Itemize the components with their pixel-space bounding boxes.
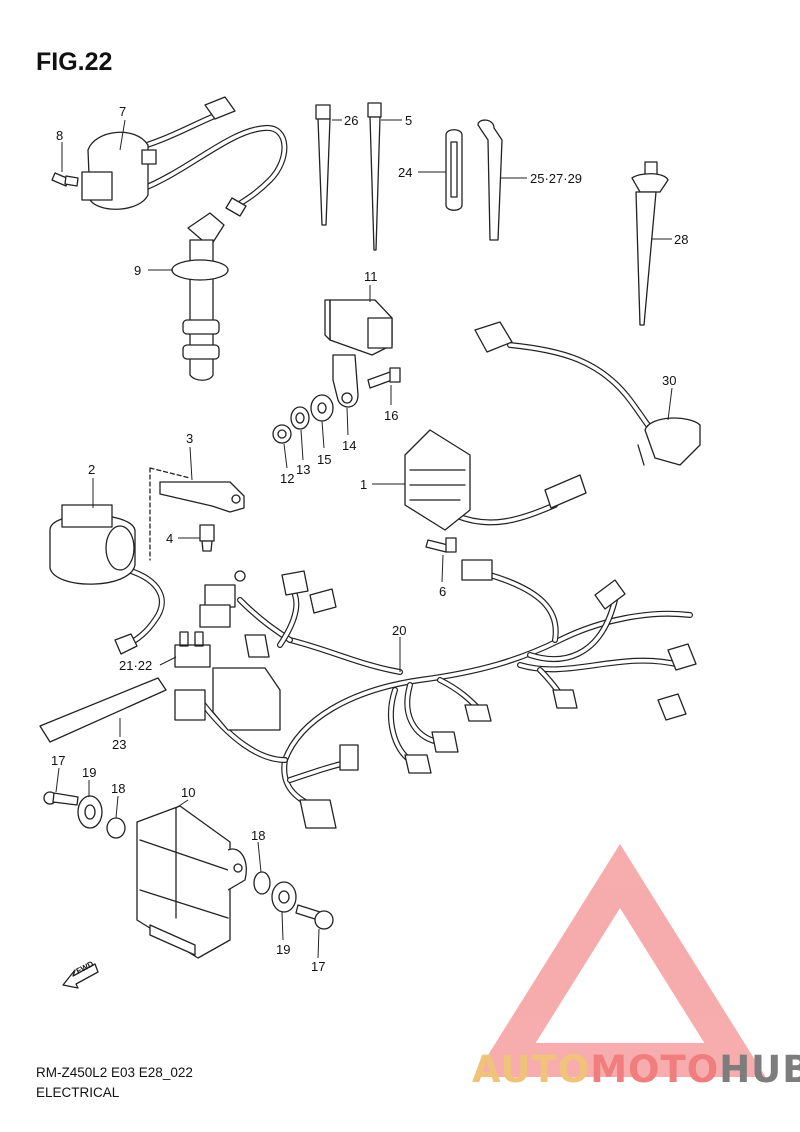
- label-part-5: 5: [405, 113, 412, 128]
- cushion-part-15: [310, 394, 334, 422]
- cushion-part-19-right: [271, 881, 297, 913]
- cable-tie-part-5: [367, 102, 382, 251]
- label-part-17-right: 17: [311, 959, 325, 974]
- bolt-part-17-left: [43, 791, 79, 806]
- bolt-part-17-right: [295, 904, 334, 930]
- label-part-25-27-29: 25·27·29: [530, 171, 582, 186]
- band-part-28: [631, 161, 669, 326]
- condenser-part-2: [49, 504, 165, 655]
- label-part-10: 10: [181, 785, 195, 800]
- label-part-30: 30: [662, 373, 676, 388]
- bracket-part-14: [332, 354, 359, 408]
- label-part-28: 28: [674, 232, 688, 247]
- label-part-12: 12: [280, 471, 294, 486]
- collar-part-18-right: [253, 871, 271, 895]
- label-part-1: 1: [360, 477, 367, 492]
- fwd-arrow-icon: FWD: [62, 959, 99, 989]
- pad-part-23: [39, 677, 167, 743]
- label-part-18-right: 18: [251, 828, 265, 843]
- figure-title: FIG.22: [36, 48, 113, 76]
- label-part-2: 2: [88, 462, 95, 477]
- nut-part-12: [272, 424, 292, 444]
- brand-part-hub: HUB: [719, 1048, 800, 1091]
- watermark-brand: AUTOMOTOHUB: [472, 1048, 800, 1091]
- fuse-part-21: [174, 631, 211, 668]
- regulator-part-1: [404, 429, 587, 531]
- label-part-13: 13: [296, 462, 310, 477]
- bolt-part-8: [51, 172, 79, 187]
- ignition-coil-part-7: [81, 96, 288, 217]
- section-name: ELECTRICAL: [36, 1085, 120, 1100]
- brand-part-auto: AUTO: [472, 1048, 591, 1091]
- label-part-19-right: 19: [276, 942, 290, 957]
- label-part-9: 9: [134, 263, 141, 278]
- brand-part-moto: MOTO: [590, 1048, 720, 1091]
- label-part-15: 15: [317, 452, 331, 467]
- plug-cap-part-9: [171, 212, 229, 381]
- label-part-3: 3: [186, 431, 193, 446]
- relay-part-11: [324, 299, 393, 356]
- label-part-17-left: 17: [51, 753, 65, 768]
- label-part-26: 26: [344, 113, 358, 128]
- label-part-8: 8: [56, 128, 63, 143]
- triangle-a-logo: [474, 843, 766, 1077]
- washer-part-13: [290, 406, 310, 430]
- part-labels: 7 8 9 26 5 24 25·27·29 28 11 14 16 12 13…: [51, 104, 688, 974]
- label-part-7: 7: [119, 104, 126, 119]
- label-part-23: 23: [112, 737, 126, 752]
- sensor-part-30: [474, 321, 701, 466]
- cushion-part-19-left: [77, 795, 103, 829]
- bolt-part-6: [425, 537, 457, 553]
- label-part-11: 11: [364, 269, 378, 284]
- collar-part-18-left: [106, 817, 126, 839]
- label-part-6: 6: [439, 584, 446, 599]
- leader-lines: [55, 119, 673, 959]
- label-part-21-22: 21·22: [119, 658, 152, 673]
- bolt-part-4: [199, 524, 215, 552]
- ecm-part-10: [136, 805, 247, 959]
- wiring-harness-part-20: [174, 559, 697, 829]
- model-code: RM-Z450L2 E03 E28_022: [36, 1065, 193, 1080]
- label-part-14: 14: [342, 438, 356, 453]
- cable-tie-part-26: [315, 104, 331, 226]
- bracket-part-3: [149, 467, 245, 561]
- label-part-16: 16: [384, 408, 398, 423]
- label-part-20: 20: [392, 623, 406, 638]
- label-part-18-left: 18: [111, 781, 125, 796]
- clamp-part-24: [445, 129, 463, 211]
- label-part-4: 4: [166, 531, 173, 546]
- clamp-band-part-25: [477, 119, 503, 241]
- label-part-19-left: 19: [82, 765, 96, 780]
- bolt-part-16: [367, 367, 401, 389]
- label-part-24: 24: [398, 165, 412, 180]
